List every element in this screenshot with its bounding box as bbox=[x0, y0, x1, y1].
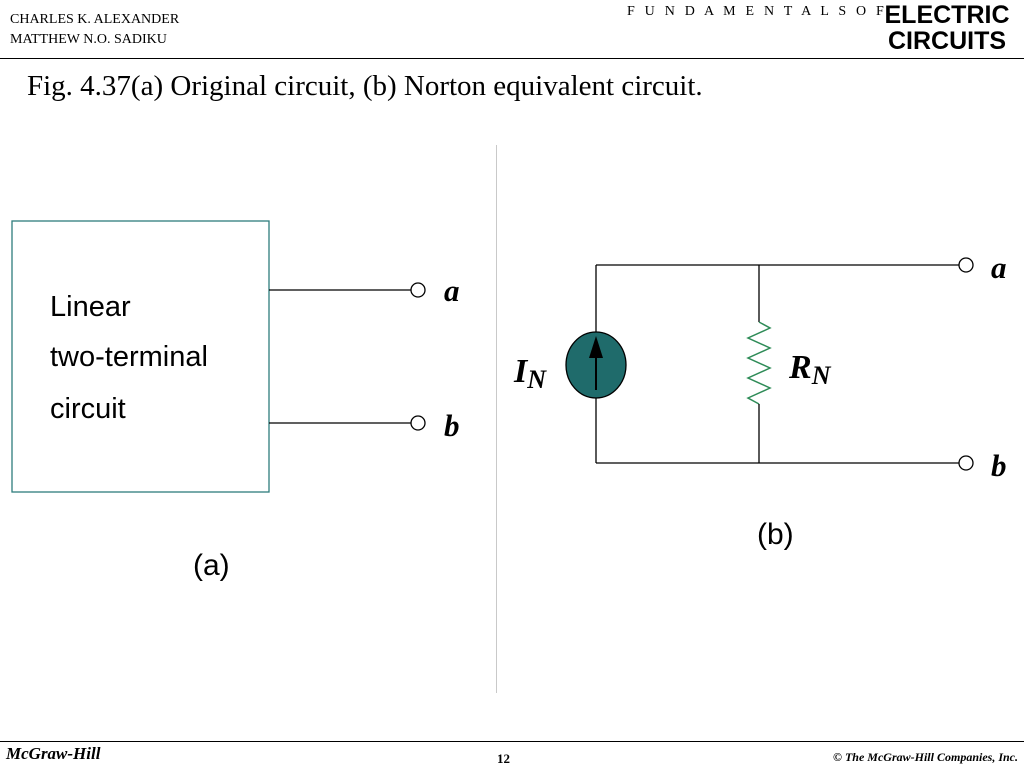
publisher-name: McGraw-Hill bbox=[6, 744, 101, 763]
box-label-line: circuit bbox=[50, 393, 126, 425]
page-number: 12 bbox=[497, 751, 510, 766]
linear-circuit-box bbox=[11, 220, 270, 493]
series-title: F U N D A M E N T A L S O F bbox=[627, 4, 888, 19]
box-label-line: two-terminal bbox=[50, 341, 208, 373]
terminal-a-label: a bbox=[444, 273, 460, 308]
terminal-b-label: b bbox=[444, 408, 460, 443]
slide-title: Fig. 4.37(a) Original circuit, (b) Norto… bbox=[27, 70, 703, 102]
terminal-b bbox=[410, 415, 426, 431]
terminal-a bbox=[410, 282, 426, 298]
resistor-icon bbox=[746, 321, 772, 405]
source-label-main: I bbox=[513, 353, 529, 390]
caption-a: (a) bbox=[193, 549, 230, 582]
resistor-label-main: R bbox=[788, 349, 812, 386]
figure-b: a b IN RN (b) bbox=[513, 250, 1007, 551]
resistor-label-subscript: N bbox=[811, 361, 832, 390]
header-rule bbox=[0, 58, 1024, 59]
figure-a: Linear two-terminal circuit a b (a) bbox=[11, 220, 460, 582]
terminal-b bbox=[958, 455, 974, 471]
brand-logo: ELECTRIC CIRCUITS bbox=[874, 2, 1020, 54]
resistor-label: RN bbox=[788, 349, 832, 390]
source-arrow-head bbox=[589, 336, 603, 358]
box-label-line: Linear bbox=[50, 291, 131, 323]
copyright-notice: © The McGraw-Hill Companies, Inc. bbox=[833, 750, 1018, 764]
source-label-subscript: N bbox=[526, 365, 547, 394]
brand-line: CIRCUITS bbox=[887, 27, 1007, 55]
author-line: MATTHEW N.O. SADIKU bbox=[10, 32, 167, 47]
terminal-b-label: b bbox=[991, 448, 1007, 483]
author-line: CHARLES K. ALEXANDER bbox=[10, 12, 180, 27]
terminal-a-label: a bbox=[991, 250, 1007, 285]
source-label: IN bbox=[513, 353, 547, 394]
panel-divider bbox=[496, 145, 497, 693]
terminal-a bbox=[958, 257, 974, 273]
footer-rule bbox=[0, 741, 1024, 742]
author-names: CHARLES K. ALEXANDER MATTHEW N.O. SADIKU bbox=[10, 10, 179, 50]
caption-b: (b) bbox=[757, 518, 794, 551]
brand-line: ELECTRIC bbox=[884, 1, 1010, 29]
